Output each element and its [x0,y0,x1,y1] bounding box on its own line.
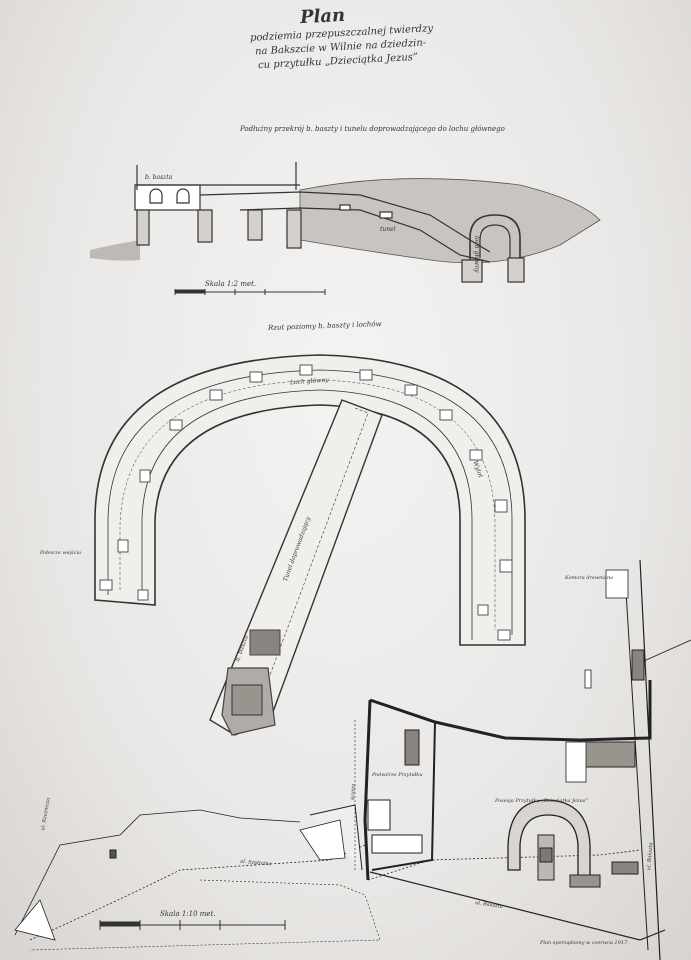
loch-segments [99,364,513,641]
scale-label-bottom: Skala 1:10 met. [160,910,216,918]
section-caption: Podłużny przekrój b. baszty i tunelu dop… [240,125,505,133]
scale-label-top: Skala 1:2 met. [205,280,257,288]
scale-bar-top [174,289,326,295]
tunnel-plan [209,399,383,736]
label-pobocze: Pobocze wejścia [40,550,82,556]
label-tunel-section: tunel [380,226,396,233]
label-signature: Plan sporządzony w czerwcu 1917 [540,940,628,946]
longitudinal-section [90,162,601,283]
label-komora: Komora drewniana [565,575,614,581]
label-posesja: Posesja Przytułku „Dzieciątka Jezus” [495,798,589,804]
label-podworze: Podwórze Przytułku [372,772,423,778]
loch-plan [94,354,526,646]
label-loch-section: loch główny [473,236,480,273]
label-sciana: ściana [350,783,357,801]
site-plan [14,559,691,960]
scale-bar-bottom [99,920,286,930]
label-baszta-section: b. baszta [145,174,173,181]
